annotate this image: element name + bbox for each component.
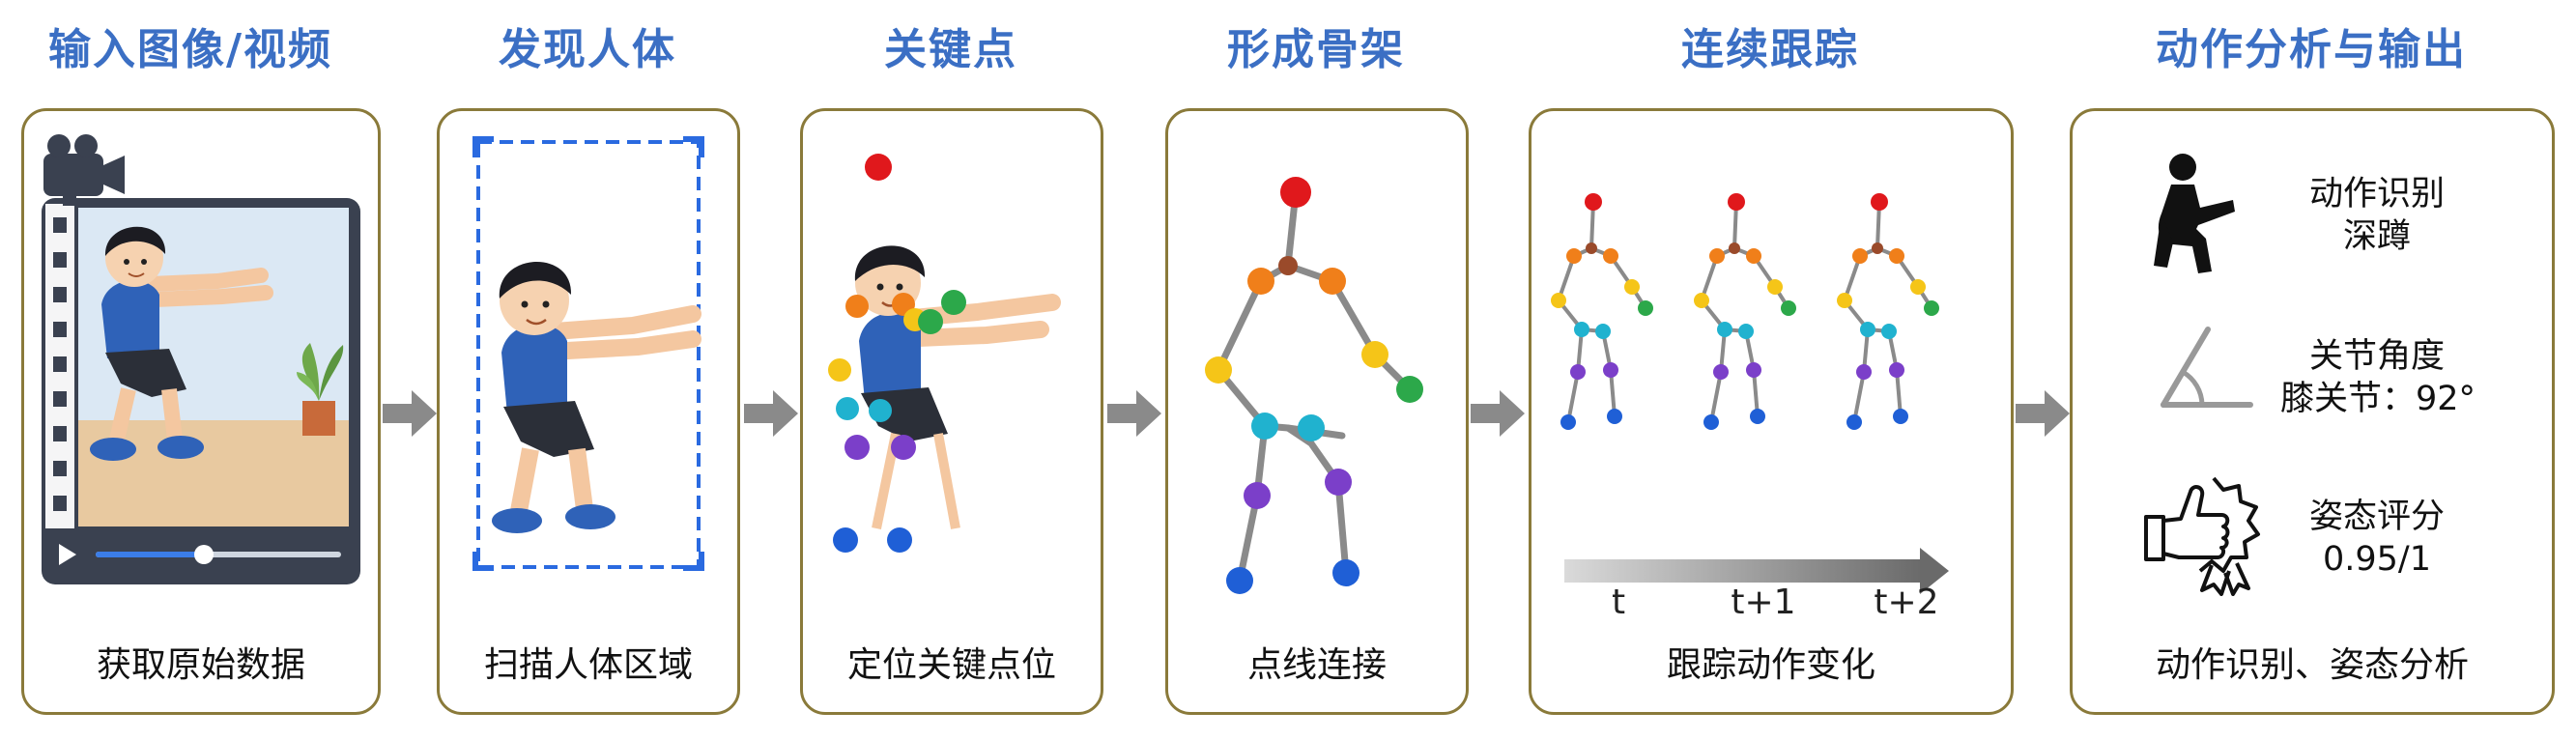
caption-skeleton: 点线连接: [1246, 645, 1387, 685]
panel-input: 获取原始数据: [21, 108, 381, 715]
posture-score-label: 姿态评分: [2308, 498, 2445, 536]
elbow-keypoint: [828, 358, 851, 382]
stage-title-output: 动作分析与输出: [2156, 25, 2467, 74]
angle-icon: [2161, 327, 2253, 408]
tracking-illustration: [1549, 191, 1949, 594]
shoulder-keypoint: [845, 295, 869, 318]
boy-squat-illustration: [492, 261, 701, 533]
keypoints-illustration: [828, 154, 1061, 553]
right-arrow-icon: [2016, 390, 2070, 437]
right-arrow-icon: [1471, 390, 1525, 437]
keypoint-markers: [828, 154, 966, 553]
frame-label-t: t: [1611, 583, 1626, 622]
detection-illustration: [472, 136, 704, 571]
caption-output: 动作识别、姿态分析: [2155, 645, 2469, 685]
frame-label-t2: t+2: [1874, 583, 1939, 622]
ankle-keypoint: [887, 527, 912, 553]
video-frame-illustration: [42, 134, 360, 584]
joint-angle-value: 膝关节：92°: [2279, 380, 2476, 418]
skeleton-frame-t2: [1835, 191, 1941, 432]
caption-detect: 扫描人体区域: [483, 645, 693, 685]
panel-detect: 扫描人体区域: [437, 108, 740, 715]
action-recognition-label: 动作识别: [2308, 175, 2445, 213]
caption-tracking: 跟踪动作变化: [1666, 645, 1875, 685]
posture-score-value: 0.95/1: [2323, 540, 2431, 579]
joint-angle-label: 关节角度: [2308, 337, 2445, 376]
video-camera-icon: [43, 134, 125, 206]
skeleton-frame-t: [1549, 191, 1655, 432]
skeleton-joints: [1205, 177, 1423, 594]
skeleton-bones: [1214, 188, 1414, 584]
knee-keypoint: [844, 435, 870, 460]
frame-label-t1: t+1: [1731, 583, 1796, 622]
hip-keypoint: [869, 399, 892, 422]
caption-keypoints: 定位关键点位: [846, 645, 1056, 685]
panel-output: 动作识别 深蹲 关节角度 膝关节：92° 姿态评分 0.95/1 动作识别、姿态…: [2070, 108, 2555, 715]
timeline-arrow: [1564, 548, 1949, 594]
stage-title-input: 输入图像/视频: [47, 25, 333, 74]
squat-pose-icon: [2154, 154, 2235, 273]
right-arrow-icon: [1107, 390, 1161, 437]
stage-title-tracking: 连续跟踪: [1681, 25, 1859, 74]
boy-squat-illustration: [90, 226, 273, 461]
stage-title-keypoints: 关键点: [884, 25, 1017, 74]
skeleton-illustration: [1205, 177, 1423, 594]
stage-title-detect: 发现人体: [499, 25, 676, 74]
panel-keypoints: 定位关键点位: [800, 108, 1103, 715]
stage-title-skeleton: 形成骨架: [1227, 25, 1405, 74]
skeleton-frame-t1: [1692, 191, 1798, 432]
hip-keypoint: [836, 397, 859, 420]
knee-keypoint: [891, 435, 916, 460]
panel-skeleton: 点线连接: [1165, 108, 1469, 715]
thumbs-up-badge-icon: [2144, 476, 2260, 596]
right-arrow-icon: [744, 390, 798, 437]
action-recognition-value: 深蹲: [2342, 217, 2411, 256]
play-icon: [59, 544, 76, 565]
wrist-keypoint: [918, 309, 943, 334]
wrist-keypoint: [941, 290, 966, 315]
plant-illustration: [297, 343, 344, 436]
boy-squat-illustration: [854, 245, 1061, 529]
right-arrow-icon: [383, 390, 437, 437]
caption-input: 获取原始数据: [96, 645, 305, 685]
head-keypoint: [865, 154, 892, 181]
panel-tracking: t t+1 t+2 跟踪动作变化: [1529, 108, 2014, 715]
detection-box: [476, 140, 701, 569]
ankle-keypoint: [833, 527, 858, 553]
